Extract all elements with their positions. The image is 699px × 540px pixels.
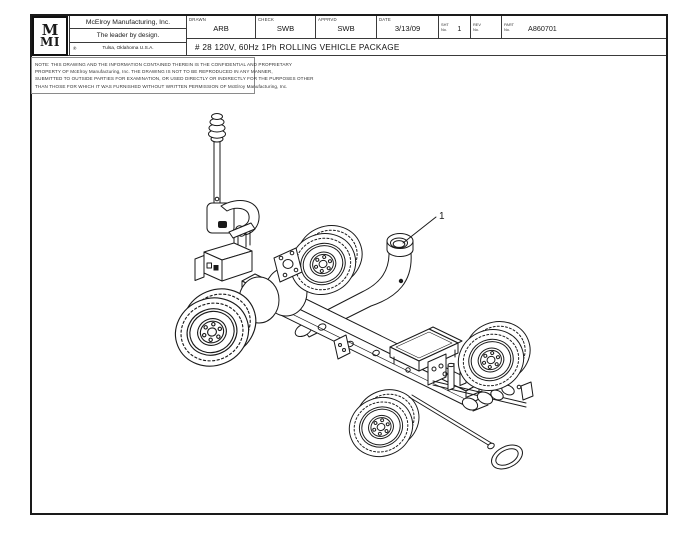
callout-1: 1 [402,211,445,244]
logo-top: M [41,20,59,39]
field-check-label: CHECK [258,17,275,22]
company-tagline: The leader by design. [96,31,160,39]
field-drawn-value: ARB [213,24,229,33]
company-cell: McElroy Manufacturing, Inc. The leader b… [69,16,186,55]
mcelroy-logo: M MI [32,16,68,56]
drawing-title: # 28 120V, 60Hz 1Ph ROLLING VEHICLE PACK… [187,38,666,55]
callout-label: 1 [439,211,445,222]
field-part-no: PART No. A860701 [501,16,666,38]
note-line: SUBMITTED TO OUTSIDE PARTIES FOR EXAMINA… [35,76,314,82]
logo-cell: M MI [32,16,69,56]
wheel-front-right [273,215,374,305]
wheel-rear-left [338,379,431,467]
field-sheet-no-label: SHT No. [441,22,449,32]
sheet-border [30,14,668,515]
note-line: THAN THOSE FOR WHICH IT WAS FURNISHED WI… [35,83,288,89]
registered-mark-icon: ® [73,45,77,51]
field-apprvd-value: SWB [337,24,355,33]
title-block-fields: DRAWN ARB CHECK SWB APPRVD SWB DATE 3/13… [186,16,666,55]
tow-bar [408,394,523,470]
field-part-no-label: PART No. [504,22,515,32]
confidentiality-note: NOTE: THIS DRAWING AND THE INFORMATION C… [31,57,314,94]
title-block: M MI McElroy Manufacturing, Inc. The lea… [32,16,666,56]
field-date-value: 3/13/09 [394,24,421,33]
note-line: PROPERTY OF McElroy Manufacturing, Inc. … [35,68,273,74]
field-drawn-label: DRAWN [189,17,207,22]
field-date: DATE 3/13/09 [376,16,438,38]
platform-tray [389,326,463,386]
fields-row: DRAWN ARB CHECK SWB APPRVD SWB DATE 3/13… [187,16,666,38]
company-name: McElroy Manufacturing, Inc. [85,18,171,26]
field-part-no-value: A860701 [528,23,557,33]
callout-leader-line [402,216,437,244]
field-drawn: DRAWN ARB [187,16,255,38]
steering-mast [206,113,260,253]
field-rev-no-label: REV No. [473,22,481,32]
field-date-label: DATE [379,17,391,22]
logo-bottom: MI [40,35,60,50]
control-box [194,242,253,282]
field-rev-no: REV No. [470,16,501,38]
field-check: CHECK SWB [255,16,315,38]
field-apprvd-label: APPRVD [318,17,337,22]
field-sheet-no: SHT No. 1 [438,16,470,38]
field-apprvd: APPRVD SWB [315,16,376,38]
field-check-value: SWB [276,24,295,33]
field-sheet-no-value: 1 [457,23,462,33]
note-line: NOTE: THIS DRAWING AND THE INFORMATION C… [35,61,293,67]
company-location: Tulsa, Oklahoma U.S.A. [102,46,154,52]
